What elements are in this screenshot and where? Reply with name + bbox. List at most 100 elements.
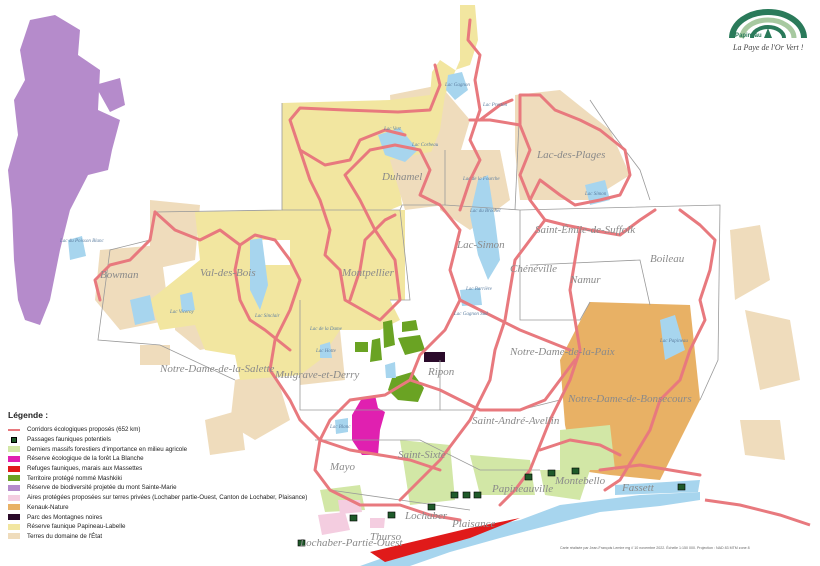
legend-label: Aires protégées proposées sur terres pri… xyxy=(27,494,308,502)
logo-arches-icon xyxy=(729,9,807,39)
legend-label: Réserve écologique de la forêt La Blanch… xyxy=(27,455,144,463)
label-lochaber-ouest: Lochaber-Partie-Ouest xyxy=(299,537,403,549)
label-thurso: Thurso xyxy=(370,531,402,543)
legend-label: Territoire protégé nommé Mashkiki xyxy=(27,474,122,482)
label-saint-andre: Saint-André-Avellin xyxy=(472,415,560,427)
passage-marker xyxy=(349,514,358,522)
passage-marker xyxy=(524,473,533,481)
label-fassett: Fassett xyxy=(621,482,655,494)
lake-label: Lac Vert xyxy=(383,127,401,132)
lake-label: Lac Hotte xyxy=(315,349,337,354)
legend-label: Derniers massifs forestiers d'importance… xyxy=(27,445,188,453)
legend-swatch xyxy=(8,514,20,521)
legend-swatch xyxy=(8,504,20,511)
passage-marker xyxy=(473,491,482,499)
legend-label: Kenauk-Nature xyxy=(27,503,69,511)
ottawa-river xyxy=(360,492,700,566)
parc-montagnes-noires xyxy=(424,352,445,362)
legend-item: Réserve faunique Papineau-Labelle xyxy=(8,522,338,532)
legend-label: Corridors écologiques proposés (652 km) xyxy=(27,426,141,434)
municipality-labels: Duhamel Lac-des-Plages Bowman Val-des-Bo… xyxy=(100,149,692,549)
label-boileau: Boileau xyxy=(650,253,685,265)
legend-label: Parc des Montagnes noires xyxy=(27,513,103,521)
legend-item: Refuges fauniques, marais aux Massettes xyxy=(8,464,338,474)
label-lac-des-plages: Lac-des-Plages xyxy=(536,149,605,161)
legend-item: Kenauk-Nature xyxy=(8,503,338,513)
label-duhamel: Duhamel xyxy=(381,171,422,183)
lake-label: Lac Blanc xyxy=(329,425,351,430)
lake-label: Lac Gagnon Sud xyxy=(453,312,488,317)
label-val-des-bois: Val-des-Bois xyxy=(200,267,256,279)
logo-tagline: La Paye de l'Or Vert ! xyxy=(733,43,804,52)
reserve-biodiversite-mont-sainte-marie xyxy=(8,15,120,325)
legend-swatch xyxy=(8,446,20,453)
legend-swatch xyxy=(8,465,20,472)
legend-item: Parc des Montagnes noires xyxy=(8,512,338,522)
label-montpellier: Montpellier xyxy=(341,267,395,279)
lake-label: Lac Viceroy xyxy=(169,310,195,315)
legend-swatch xyxy=(8,533,20,540)
municipal-boundaries xyxy=(97,99,721,511)
legend-label: Réserve faunique Papineau-Labelle xyxy=(27,523,126,531)
legend-swatch xyxy=(8,494,20,501)
legend-swatch xyxy=(8,428,20,431)
legend: Légende : Corridors écologiques proposés… xyxy=(8,410,338,541)
legend-item: Corridors écologiques proposés (652 km) xyxy=(8,425,338,435)
lake-label: Lac Preston xyxy=(482,103,508,108)
lake-labels: Lac Gagnon Lac Preston Lac Vert Lac Corb… xyxy=(59,83,688,430)
label-papineauville: Papineauville xyxy=(491,483,553,495)
label-ndl-paix: Notre-Dame-de-la-Paix xyxy=(509,346,615,358)
legend-item: Terres du domaine de l'État xyxy=(8,532,338,542)
label-lac-simon: Lac-Simon xyxy=(456,239,505,251)
label-saint-sixte: Saint-Sixte xyxy=(398,449,446,461)
legend-label: Terres du domaine de l'État xyxy=(27,532,103,540)
refuges-fauniques xyxy=(370,518,520,562)
legend-item: Territoire protégé nommé Mashkiki xyxy=(8,473,338,483)
legend-item: Réserve de biodiversité projetée du mont… xyxy=(8,483,338,493)
lake-label: Lac Corbeau xyxy=(411,143,439,148)
legend-swatch xyxy=(8,523,20,530)
legend-swatch xyxy=(8,455,20,462)
label-lochaber: Lochaber xyxy=(404,510,448,522)
label-cheneville: Chénéville xyxy=(510,263,557,275)
lake-label: Lac du Brochet xyxy=(469,209,501,214)
label-saint-emile: Saint-Émile-de-Suffolk xyxy=(535,224,636,236)
passage-marker xyxy=(547,469,556,477)
lakes xyxy=(68,72,700,495)
legend-label: Réserve de biodiversité projetée du mont… xyxy=(27,484,177,492)
legend-swatch xyxy=(11,436,17,443)
passage-marker xyxy=(297,539,306,547)
lake-label: Lac Gagnon xyxy=(444,83,470,88)
lake-label: Lac Papineau xyxy=(659,339,688,344)
label-namur: Namur xyxy=(569,274,601,286)
lake-label: Lac de la Dame xyxy=(309,327,343,332)
legend-swatch xyxy=(8,484,20,491)
passages-fauniques xyxy=(297,467,686,547)
lake-label: Lac Simon xyxy=(584,192,607,197)
passage-marker xyxy=(427,503,436,511)
legend-item: Réserve écologique de la forêt La Blanch… xyxy=(8,454,338,464)
logo-name: Papineau xyxy=(735,33,762,39)
label-ndl-bonsecours: Notre-Dame-de-Bonsecours xyxy=(567,393,692,405)
legend-label: Passages fauniques potentiels xyxy=(27,436,111,444)
label-mayo: Mayo xyxy=(329,461,356,473)
legend-item: Passages fauniques potentiels xyxy=(8,435,338,445)
label-ndl-salette: Notre-Dame-de-la-Salette xyxy=(159,363,275,375)
passage-marker xyxy=(677,483,686,491)
passage-marker xyxy=(462,491,471,499)
label-plaisance: Plaisance xyxy=(451,518,495,530)
label-montebello: Montebello xyxy=(554,475,606,487)
ecological-corridors xyxy=(93,18,717,522)
passage-marker xyxy=(387,511,396,519)
legend-item: Aires protégées proposées sur terres pri… xyxy=(8,493,338,503)
map-credit: Carte réalisée par Jean-François Lemire … xyxy=(560,546,750,550)
label-ripon: Ripon xyxy=(427,366,455,378)
legend-item: Derniers massifs forestiers d'importance… xyxy=(8,444,338,454)
lake-label: Lac Barrière xyxy=(465,287,493,292)
label-bowman: Bowman xyxy=(100,269,139,281)
legend-title: Légende : xyxy=(8,410,49,420)
passage-marker xyxy=(571,467,580,475)
label-mulgrave: Mulgrave-et-Derry xyxy=(274,369,359,381)
